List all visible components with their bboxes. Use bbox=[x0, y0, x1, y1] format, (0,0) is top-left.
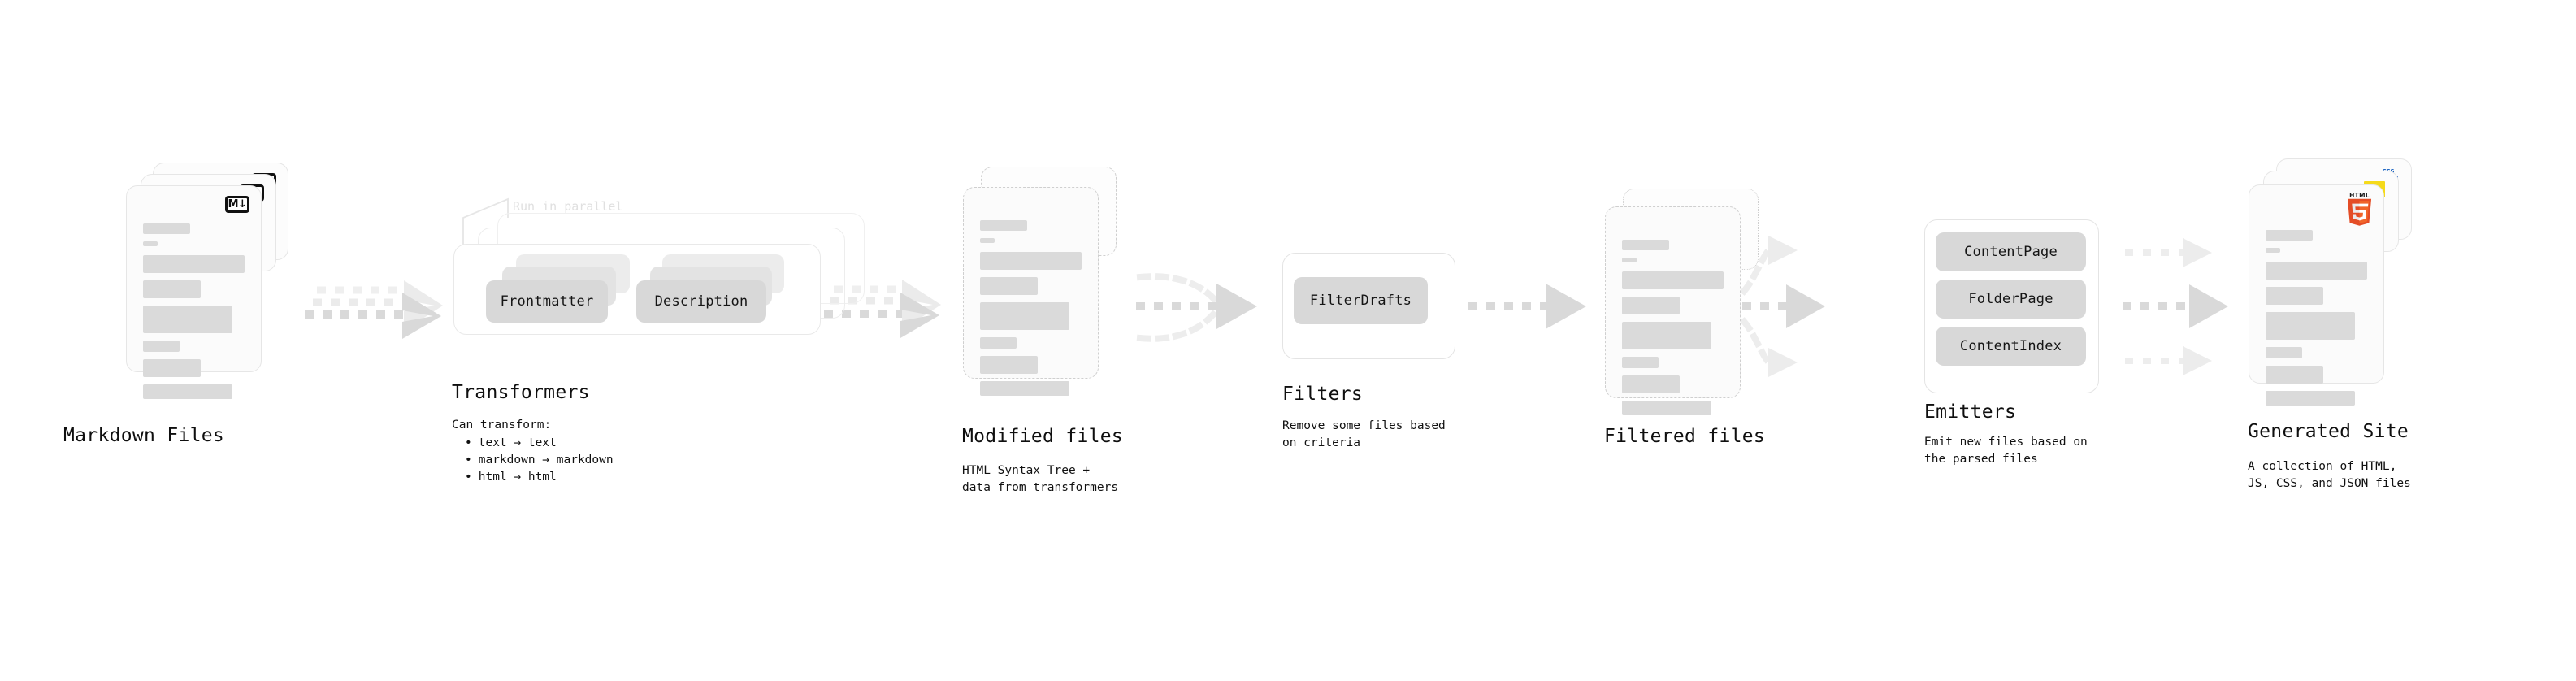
skeleton-bar bbox=[143, 223, 190, 234]
skeleton-bar bbox=[980, 337, 1017, 349]
connector-modified-to-filters bbox=[1136, 273, 1257, 342]
emitter-chip-contentpage[interactable]: ContentPage bbox=[1936, 232, 2086, 271]
skeleton-bar bbox=[2266, 262, 2367, 280]
skeleton-bar bbox=[143, 359, 202, 377]
filters-chip-filterdrafts[interactable]: FilterDrafts bbox=[1294, 277, 1428, 324]
skeleton-bar bbox=[980, 381, 1069, 396]
skeleton-bar bbox=[2266, 287, 2324, 305]
stage-caption-filters: Filters bbox=[1282, 384, 1364, 405]
html5-shield-shape bbox=[2347, 198, 2372, 226]
skeleton-bar bbox=[143, 241, 158, 246]
stage-description-emitters: Emit new files based on the parsed files bbox=[1924, 436, 2088, 466]
connector-md-to-transformers bbox=[305, 280, 443, 339]
html5-badge-icon: HTML bbox=[2346, 192, 2373, 228]
emitter-chip-contentindex[interactable]: ContentIndex bbox=[1936, 327, 2086, 366]
skeleton-bar bbox=[2266, 366, 2324, 384]
skeleton-bar bbox=[1622, 240, 1669, 250]
file-skeleton bbox=[980, 220, 1082, 403]
skeleton-bar bbox=[1622, 258, 1637, 262]
skeleton-bar bbox=[1622, 375, 1680, 393]
emitter-chip-folderpage[interactable]: FolderPage bbox=[1936, 280, 2086, 319]
skeleton-bar bbox=[143, 384, 232, 399]
transformers-lead: Can transform: bbox=[452, 419, 552, 432]
filtered-file-front bbox=[1605, 206, 1741, 415]
stage-description-filters: Remove some files based on criteria bbox=[1282, 419, 1446, 449]
skeleton-bar bbox=[980, 302, 1069, 330]
transformers-bullet-item: text → text bbox=[465, 435, 614, 452]
markdown-badge-icon: M↓ bbox=[225, 196, 249, 213]
markdown-file-front: M↓ bbox=[126, 185, 262, 399]
transformers-bullet-item: markdown → markdown bbox=[465, 452, 614, 469]
html5-badge-label: HTML bbox=[2349, 192, 2370, 199]
file-skeleton bbox=[2266, 230, 2367, 413]
markdown-badge: M↓ bbox=[225, 196, 249, 213]
skeleton-bar bbox=[1622, 322, 1711, 349]
skeleton-bar bbox=[143, 340, 180, 352]
skeleton-bar bbox=[143, 306, 232, 333]
stage-caption-emitters: Emitters bbox=[1924, 401, 2017, 423]
stage-description-generated-site: A collection of HTML, JS, CSS, and JSON … bbox=[2248, 460, 2411, 490]
skeleton-bar bbox=[980, 220, 1027, 231]
transformers-title: Transformers bbox=[452, 382, 590, 403]
skeleton-bar bbox=[980, 356, 1039, 374]
skeleton-bar bbox=[1622, 297, 1680, 314]
skeleton-bar bbox=[980, 252, 1082, 270]
connector-emitters-to-site bbox=[2123, 238, 2228, 375]
skeleton-bar bbox=[143, 255, 245, 273]
transformer-chip-description[interactable]: Description bbox=[636, 280, 766, 323]
skeleton-bar bbox=[143, 280, 202, 298]
generated-file-front-html: HTML bbox=[2249, 184, 2384, 406]
transformers-bullet-item: html → html bbox=[465, 469, 614, 486]
file-skeleton bbox=[1622, 240, 1724, 423]
stage-caption-generated-site: Generated Site bbox=[2248, 421, 2409, 442]
stage-caption-markdown-files: Markdown Files bbox=[63, 425, 225, 446]
transformers-bullet-list: text → text markdown → markdown html → h… bbox=[452, 435, 614, 486]
skeleton-bar bbox=[2266, 312, 2355, 340]
html5-badge: HTML bbox=[2346, 192, 2373, 228]
stage-caption-modified-files: Modified files bbox=[962, 426, 1124, 447]
file-skeleton bbox=[143, 223, 245, 406]
skeleton-bar bbox=[1622, 357, 1659, 368]
skeleton-bar bbox=[980, 277, 1039, 295]
skeleton-bar bbox=[2266, 391, 2355, 406]
skeleton-bar bbox=[2266, 347, 2302, 358]
skeleton-bar bbox=[2266, 248, 2280, 253]
connector-filters-to-filtered bbox=[1468, 284, 1586, 329]
stage-caption-filtered-files: Filtered files bbox=[1604, 426, 1766, 447]
skeleton-bar bbox=[1622, 401, 1711, 415]
modified-file-front bbox=[963, 187, 1099, 396]
run-in-parallel-note: Run in parallel bbox=[513, 199, 623, 214]
stage-description-modified-files: HTML Syntax Tree + data from transformer… bbox=[962, 464, 1119, 494]
transformer-chip-frontmatter[interactable]: Frontmatter bbox=[486, 280, 608, 323]
skeleton-bar bbox=[1622, 271, 1724, 289]
skeleton-bar bbox=[2266, 230, 2313, 241]
skeleton-bar bbox=[980, 238, 995, 243]
